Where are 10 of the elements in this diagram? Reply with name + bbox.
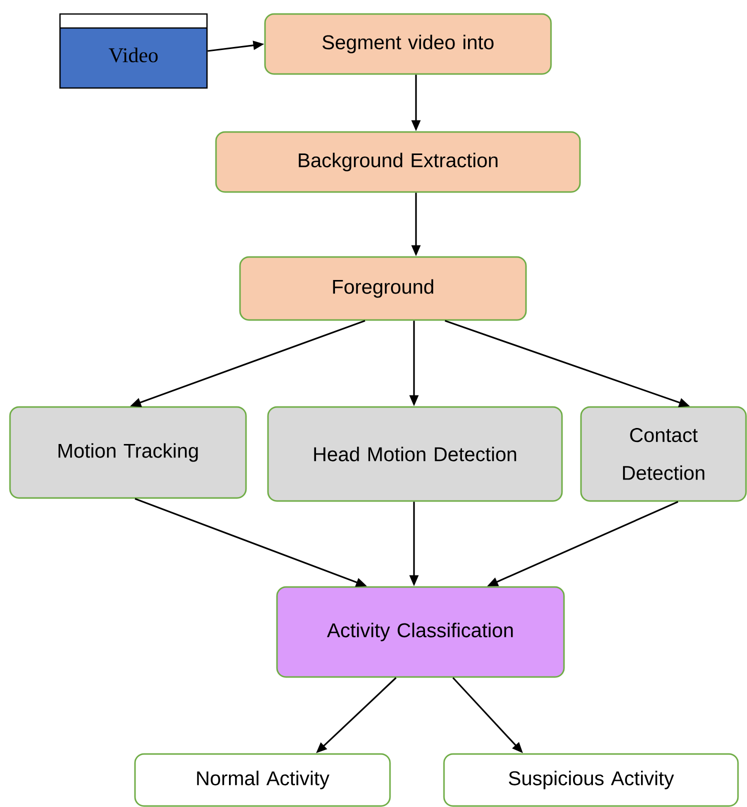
process-box: Foreground	[239, 256, 527, 321]
process-box: Background Extraction	[215, 131, 581, 193]
video-box: Video	[59, 13, 208, 89]
process-box: Normal Activity	[134, 753, 391, 807]
process-box: Contact Detection	[580, 406, 747, 502]
process-box: Suspicious Activity	[443, 753, 739, 807]
process-box: Head Motion Detection	[267, 406, 563, 502]
process-box: Activity Classification	[276, 586, 565, 678]
process-box: Motion Tracking	[9, 406, 247, 499]
process-box: Segment video into	[264, 13, 552, 75]
